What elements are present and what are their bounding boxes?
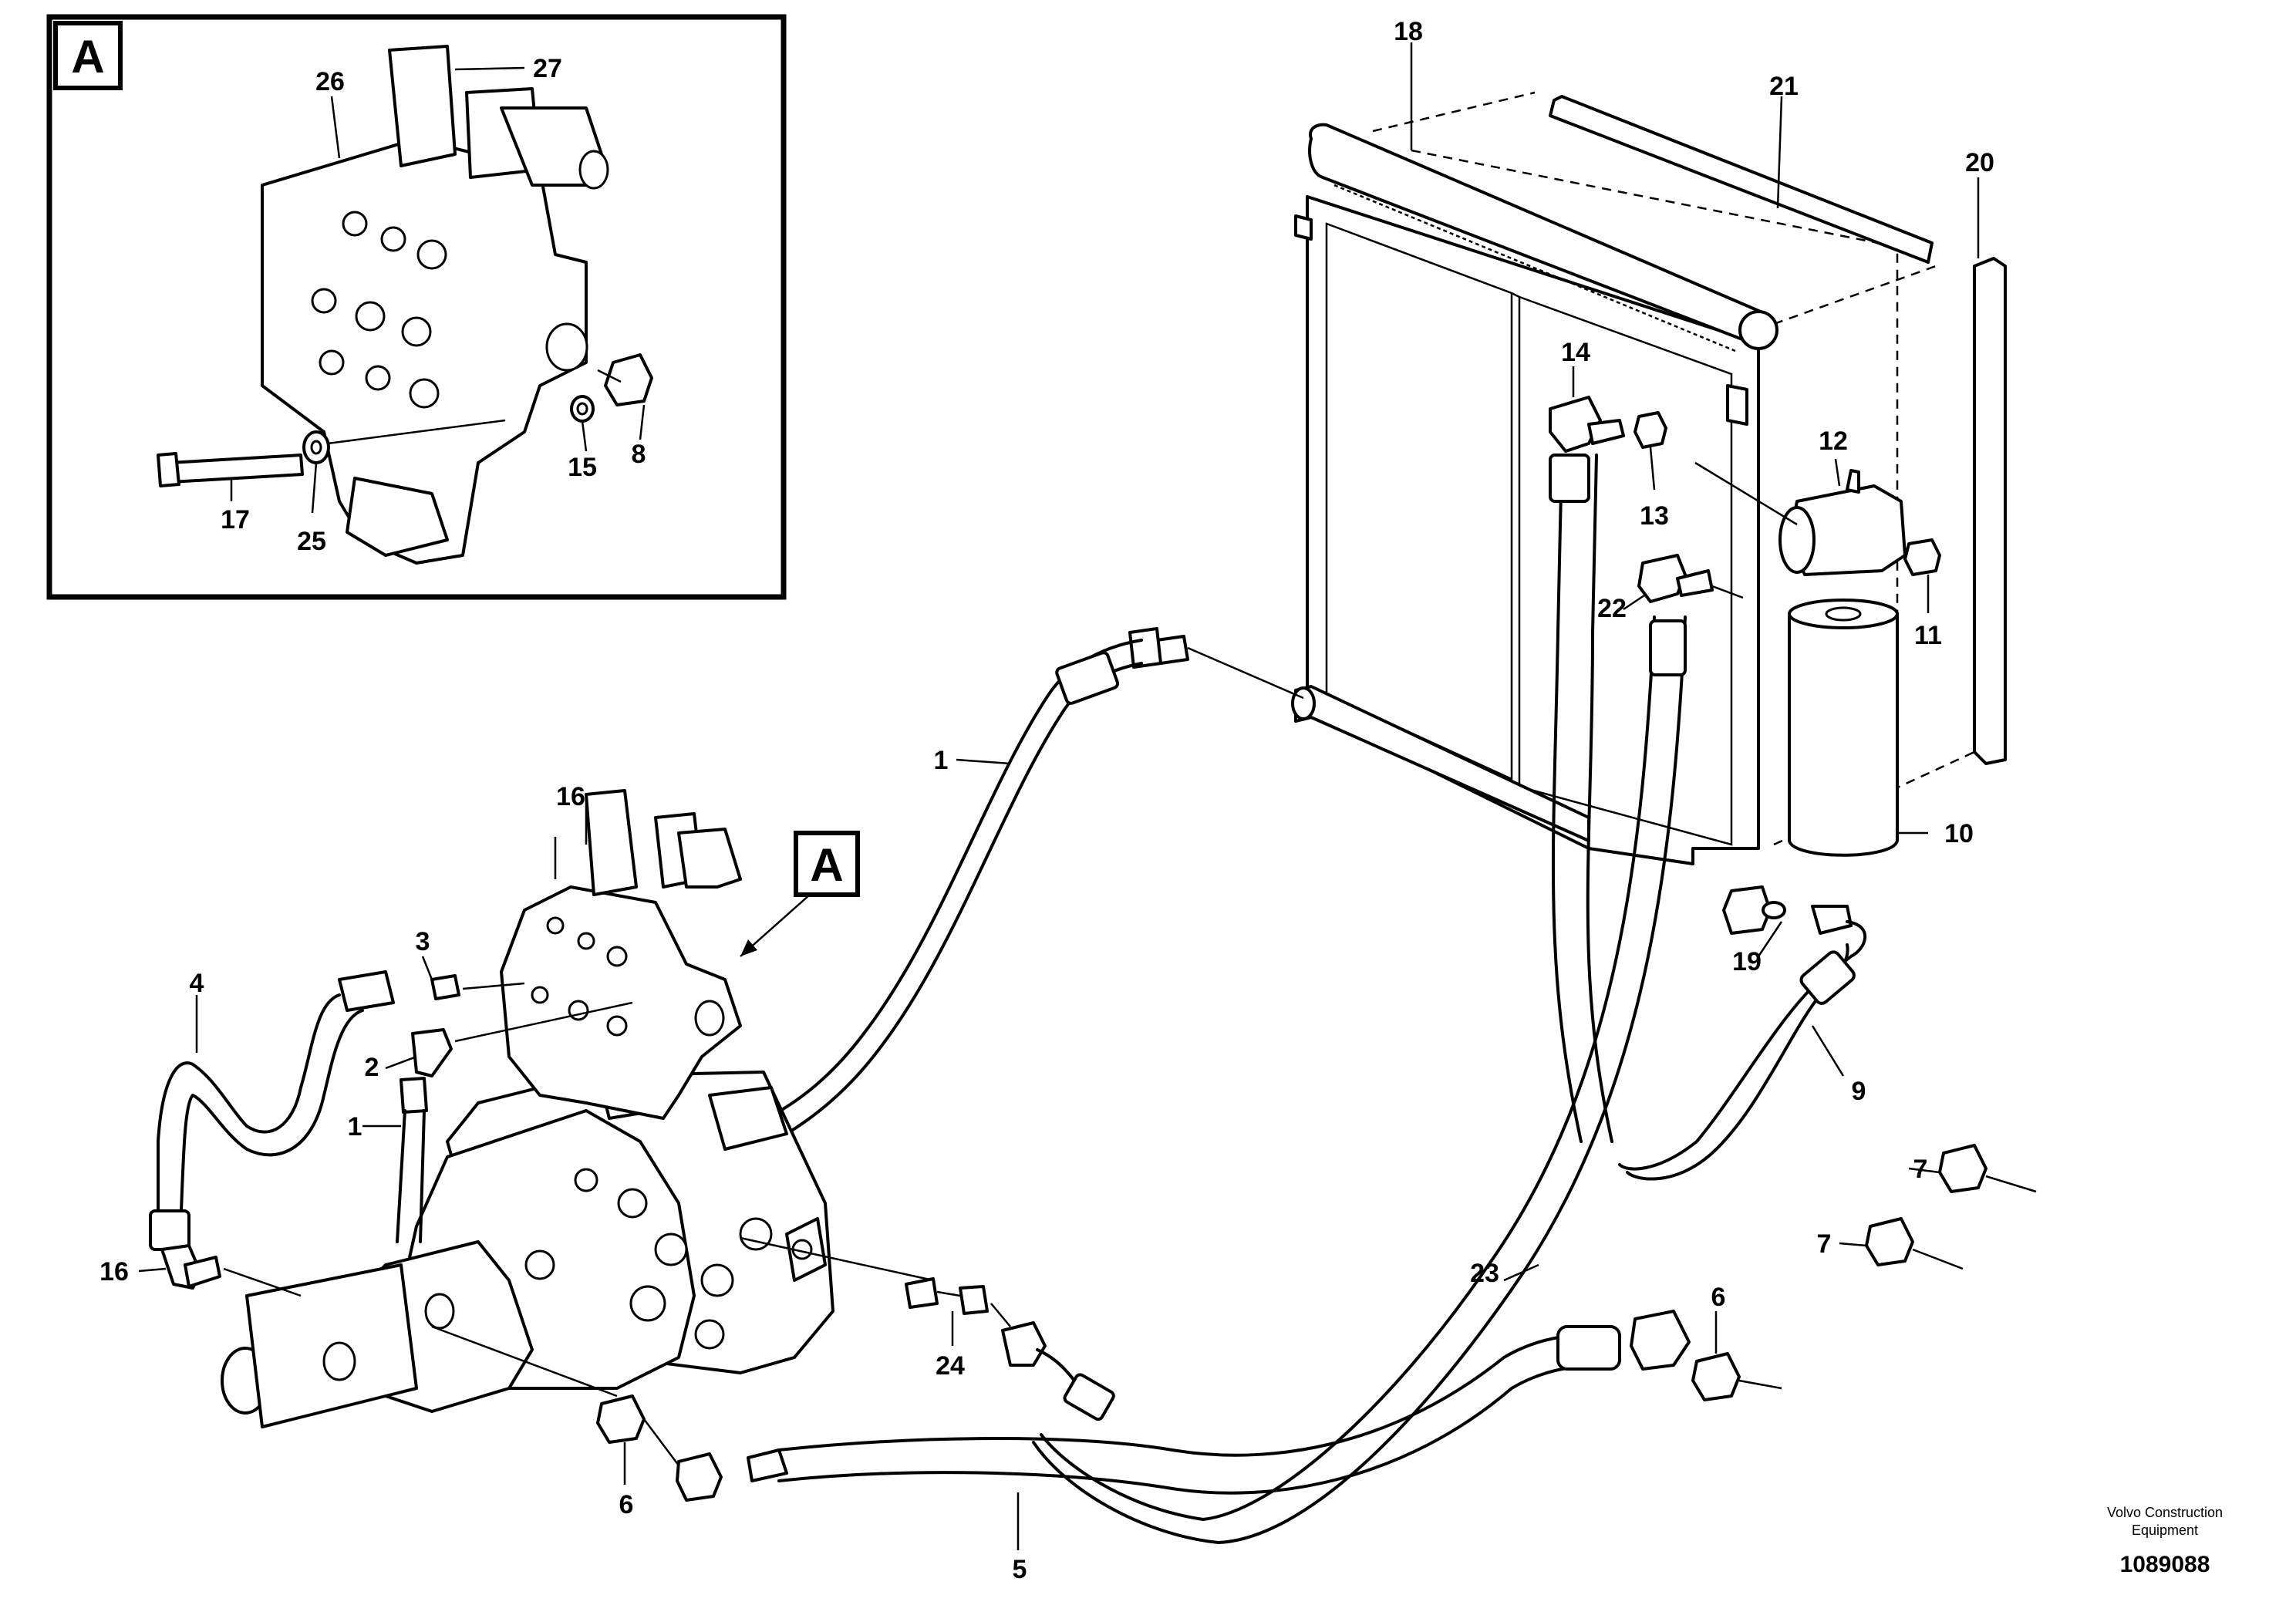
hose-1-upper [731, 627, 1304, 1158]
callout-11: 11 [1914, 621, 1942, 650]
callout-7-lower: 7 [1817, 1229, 1832, 1259]
oil-filter-10 [1788, 599, 1928, 857]
inset-control-valve [261, 45, 609, 565]
company-line-1: Volvo Construction [2107, 1505, 2223, 1520]
hose-1-lower [362, 1077, 428, 1243]
fitting-2 [385, 1001, 633, 1077]
callout-24: 24 [936, 1351, 965, 1381]
footer: Volvo Construction Equipment 1089088 [2107, 1505, 2223, 1577]
inset-frame [46, 14, 787, 600]
inset-washer-25 [302, 419, 506, 514]
fitting-7-lower [1839, 1217, 1964, 1270]
callout-1-lower: 1 [348, 1112, 362, 1141]
fitting-7-upper [1908, 1144, 2037, 1193]
callout-15: 15 [568, 453, 597, 482]
control-valve-16 [500, 789, 742, 1120]
callout-26: 26 [315, 67, 345, 96]
callout-18: 18 [1394, 17, 1423, 46]
main-tag-box [794, 831, 860, 897]
company-line-2: Equipment [2132, 1523, 2198, 1538]
fitting-6-left [596, 1394, 679, 1485]
callout-27: 27 [533, 54, 562, 83]
callout-16-lower: 16 [99, 1257, 129, 1286]
callout-3: 3 [416, 927, 430, 956]
fitting-3 [421, 956, 525, 1000]
callout-5: 5 [1013, 1555, 1027, 1584]
fitting-14 [1549, 366, 1625, 453]
inset-bolt-17 [157, 452, 304, 501]
hose-5 [676, 1310, 1691, 1550]
callout-16-upper: 16 [556, 782, 585, 811]
fitting-6-right [1691, 1311, 1782, 1401]
callout-10: 10 [1944, 819, 1974, 848]
oil-cooler [1291, 91, 2007, 865]
hose-4 [149, 970, 395, 1251]
inset-plug-8 [604, 353, 653, 440]
callout-22: 22 [1597, 594, 1627, 623]
callout-7-upper: 7 [1913, 1155, 1928, 1184]
callout-4: 4 [190, 969, 204, 998]
drawing-number: 1089088 [2120, 1552, 2210, 1577]
callout-labels: 18 21 20 14 12 13 22 11 10 19 9 1 16 3 4… [99, 17, 1994, 1584]
inset-detail-a: A [46, 14, 787, 600]
callout-2: 2 [365, 1053, 379, 1082]
main-tag-label: A [810, 839, 843, 891]
inset-tag-box [53, 21, 123, 90]
fitting-13 [1633, 411, 1667, 491]
callout-25: 25 [297, 527, 326, 556]
callout-1-upper: 1 [934, 746, 949, 775]
main-view-tag-a: A [740, 831, 860, 957]
hose-23 [1032, 454, 1687, 1544]
inset-tag-label: A [71, 31, 104, 83]
fitting-11 [1903, 538, 1941, 613]
fitting-22 [1623, 554, 1744, 611]
callout-9: 9 [1852, 1077, 1866, 1106]
callout-19: 19 [1732, 947, 1762, 976]
hydraulic-pump-assembly [221, 1071, 934, 1428]
callout-14: 14 [1561, 338, 1590, 367]
callout-21: 21 [1769, 72, 1799, 101]
callout-23: 23 [1470, 1259, 1499, 1288]
filter-head-12 [1694, 461, 1907, 576]
callout-20: 20 [1965, 148, 1994, 177]
fitting-16 [138, 1244, 302, 1297]
callout-6-right: 6 [1711, 1283, 1726, 1312]
callout-12: 12 [1819, 427, 1848, 456]
callout-13: 13 [1640, 501, 1669, 531]
hose-9 [1618, 885, 1867, 1181]
fitting-24 [905, 1277, 1115, 1421]
callout-17: 17 [221, 505, 250, 534]
inset-washer-15 [570, 395, 595, 452]
callout-8: 8 [632, 440, 646, 469]
callout-6-left: 6 [619, 1490, 634, 1519]
